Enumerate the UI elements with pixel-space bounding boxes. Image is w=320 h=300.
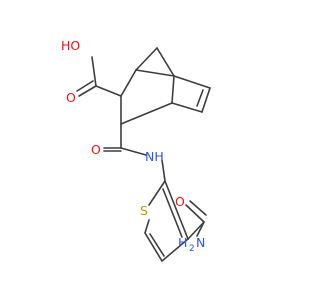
bond-cacid-o — [78, 85, 97, 97]
bond-c7-c6 — [173, 75, 211, 89]
bond-c3t-ccarb — [187, 221, 205, 240]
bond-c5-c6-double — [196, 89, 204, 107]
acid-oxygen-label: O — [66, 90, 76, 105]
bond-s-c5t — [144, 219, 150, 234]
bond-camide-nh — [120, 147, 147, 156]
bond-ccarb-o-double — [189, 200, 207, 216]
bond-cacid-oh — [91, 56, 97, 87]
hydroxyl-label: HO — [61, 38, 80, 53]
nh2-n: N — [196, 235, 205, 250]
bond-c3t-c2t-double — [162, 188, 183, 238]
amide-bonds — [103, 123, 166, 182]
bond-c4-c5 — [171, 102, 203, 113]
amide-oxygen-label: O — [91, 142, 101, 157]
bond-c7-c4 — [171, 75, 175, 104]
bond-ccarb-o — [185, 204, 205, 223]
bond-nh-thiophene — [161, 159, 166, 182]
carboxylic-acid-bonds — [76, 56, 122, 97]
nh2-h: H — [178, 235, 187, 250]
bond-c4t-c3t — [161, 238, 189, 262]
thiophene-sulfur-label: S — [140, 203, 148, 218]
bond-cacid-o-double — [76, 80, 94, 92]
bond-bridge-left — [135, 47, 158, 71]
bond-c3t-c2t — [164, 180, 189, 240]
bond-c1-c7 — [135, 69, 175, 77]
bond-bridge-right — [156, 47, 175, 77]
carboxamide-bonds — [185, 200, 207, 240]
bond-c5-c6 — [201, 87, 211, 113]
bond-c4-c3 — [120, 102, 173, 125]
bond-c5t-c4t-double — [149, 233, 165, 257]
amide-nh-label: NH — [145, 149, 164, 164]
thiophene-bonds — [144, 180, 189, 262]
nh2-subscript: 2 — [189, 244, 195, 254]
bond-ccarb-nh2 — [196, 221, 205, 237]
bicyclic-bonds — [120, 47, 211, 125]
carboxamide-oxygen-label: O — [175, 194, 185, 209]
bond-c2-cacid — [95, 85, 122, 97]
bond-c5t-c4t — [144, 232, 163, 262]
bond-c2-c1 — [120, 69, 137, 97]
bond-c2t-s — [148, 180, 166, 206]
